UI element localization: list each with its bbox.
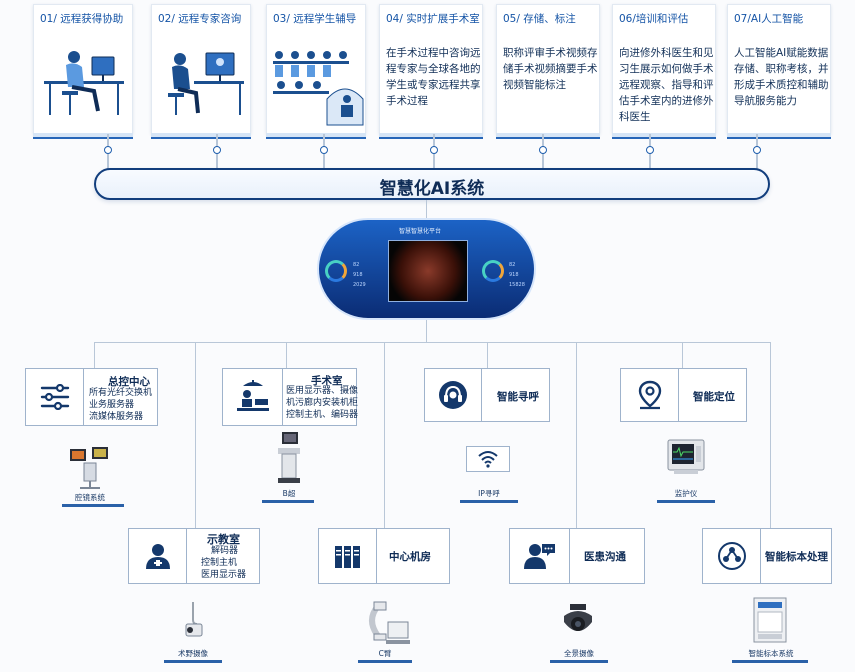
card-title: 01/ 远程获得协助	[40, 13, 124, 25]
module-teaching-room: 示教室 解码器 控制主机 医用显示器	[128, 528, 260, 584]
connector-pin	[430, 134, 438, 170]
endoscope-cart-image	[70, 447, 108, 489]
platform-stat: 82	[353, 262, 360, 268]
module-item: 所有光纤交换机	[89, 388, 153, 398]
module-label: 总控中心	[108, 376, 150, 388]
card-title: 05/ 存储、标注	[503, 13, 576, 25]
module-item: 医用显示器、摄像	[286, 386, 359, 396]
surgery-icon	[236, 380, 269, 411]
platform-stat: 918	[353, 272, 363, 278]
c-arm-image	[369, 601, 410, 644]
ip-paging-box	[466, 446, 510, 472]
module-item: 控制主机、编码器	[286, 410, 359, 420]
card-title: 04/ 实时扩展手术室	[386, 13, 480, 25]
platform-stat: 15828	[509, 282, 525, 288]
left-gauge	[325, 260, 347, 282]
specimen-system-image	[753, 597, 787, 643]
classroom-illustration	[273, 51, 364, 126]
module-item: 业务服务器	[89, 400, 135, 410]
card-remote-assistance: 01/ 远程获得协助	[33, 4, 133, 139]
ultrasound-image	[278, 432, 300, 483]
card-title: 03/ 远程学生辅导	[273, 13, 357, 25]
card-title: 06/培训和评估	[619, 13, 689, 25]
card-body: 人工智能AI赋能数据存储、职称考核，并形成手术质控和辅助导航服务能力	[734, 47, 829, 107]
person-at-desk-illustration	[44, 51, 124, 115]
card-body: 职称评审手术视频存储手术视频摘要手术视频智能标注	[503, 47, 598, 91]
person-at-monitor-illustration	[168, 52, 244, 115]
card-storage-annotation: 05/ 存储、标注 职称评审手术视频存储手术视频摘要手术视频智能标注	[496, 4, 600, 139]
module-operating-room: 手术室 医用显示器、摄像 机污廊内安装机柜 控制主机、编码器	[222, 368, 359, 426]
device-caption: 智能标本系统	[748, 649, 794, 658]
platform-dashboard: 智慧智慧化平台 82 918 2029 82 918 15828	[317, 218, 536, 320]
device-caption: IP寻呼	[478, 489, 500, 498]
module-item: 控制主机	[201, 558, 238, 568]
card-expert-consult: 02/ 远程专家咨询	[151, 4, 251, 139]
module-doctor-patient-comm: 医患沟通	[509, 528, 645, 584]
module-label: 智能标本处理	[765, 551, 828, 563]
device-caption: 术野摄像	[178, 649, 208, 658]
device-caption: 监护仪	[674, 489, 698, 498]
card-title: 02/ 远程专家咨询	[158, 13, 242, 25]
right-gauge	[482, 260, 504, 282]
module-item: 机污廊内安装机柜	[286, 398, 359, 408]
patient-monitor-image	[667, 439, 705, 474]
module-label: 示教室	[207, 533, 240, 546]
platform-stat: 918	[509, 272, 519, 278]
device-caption: 腔镜系统	[75, 493, 105, 502]
module-smart-paging: 智能寻呼	[424, 368, 550, 422]
module-label: 智能寻呼	[497, 391, 539, 403]
card-student-tutoring: 03/ 远程学生辅导	[266, 4, 366, 139]
server-icon	[334, 546, 360, 568]
field-camera-image	[185, 602, 203, 637]
module-label: 中心机房	[389, 551, 431, 563]
connector-pin	[213, 134, 221, 170]
platform-stat: 82	[509, 262, 516, 268]
card-title: 07/AI人工智能	[734, 13, 804, 25]
module-specimen-processing: 智能标本处理	[702, 528, 832, 584]
location-icon	[638, 380, 661, 410]
connector-pin	[646, 134, 654, 170]
card-training: 06/培训和评估 向进修外科医生和见习生展示如何做手术远程观察、指导和评估手术室…	[612, 4, 716, 139]
ai-system-bar: 智慧化AI系统	[94, 168, 770, 200]
connector-pin	[539, 134, 547, 170]
device-caption: 全景摄像	[564, 649, 594, 658]
endoscope-video	[388, 240, 468, 302]
ai-system-title: 智慧化AI系统	[379, 179, 485, 199]
sliders-icon	[40, 384, 69, 410]
headset-icon	[439, 381, 467, 409]
device-caption: C臂	[378, 649, 392, 658]
chat-icon	[523, 544, 555, 569]
module-smart-location: 智能定位	[620, 368, 747, 422]
card-body: 向进修外科医生和见习生展示如何做手术远程观察、指导和评估手术室内的进修外科医生	[619, 47, 714, 123]
module-data-center: 中心机房	[318, 528, 450, 584]
doctor-icon	[145, 544, 170, 569]
wifi-icon	[478, 451, 498, 468]
module-label: 智能定位	[693, 391, 735, 403]
card-ai: 07/AI人工智能 人工智能AI赋能数据存储、职称考核，并形成手术质控和辅助导航…	[727, 4, 831, 139]
module-label: 手术室	[311, 375, 343, 387]
platform-title: 智慧智慧化平台	[399, 228, 442, 235]
connector-pin	[320, 134, 328, 170]
module-item: 解码器	[211, 546, 239, 556]
module-control-center: 总控中心 所有光纤交换机 业务服务器 流媒体服务器	[25, 368, 158, 426]
share-icon	[717, 542, 746, 570]
card-body: 在手术过程中咨询远程专家与全球各地的学生或专家远程共享手术过程	[386, 47, 481, 107]
module-item: 流媒体服务器	[89, 412, 144, 422]
connector-pin	[753, 134, 761, 170]
module-item: 医用显示器	[201, 570, 247, 580]
module-label: 医患沟通	[584, 551, 626, 563]
card-extended-or: 04/ 实时扩展手术室 在手术过程中咨询远程专家与全球各地的学生或专家远程共享手…	[379, 4, 483, 139]
device-caption: B超	[282, 489, 296, 498]
panoramic-camera-image	[564, 604, 592, 631]
platform-stat: 2029	[353, 282, 366, 288]
connector-pin	[104, 134, 112, 170]
